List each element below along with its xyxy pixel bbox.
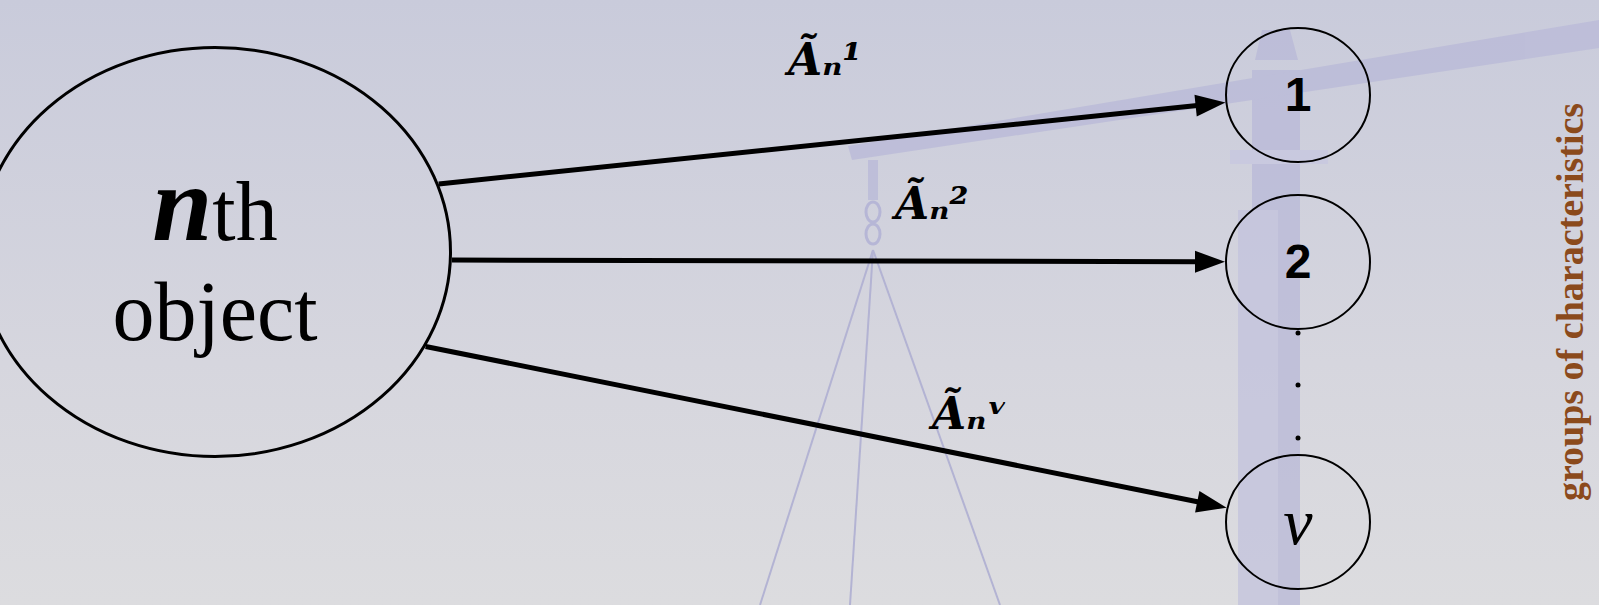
ellipsis-dot bbox=[1296, 436, 1301, 441]
node-label: nth object bbox=[65, 144, 365, 359]
object-circle: nth object bbox=[0, 46, 452, 458]
arrow-connector bbox=[452, 251, 1225, 273]
arrow-connector bbox=[439, 95, 1226, 184]
ellipsis-dot bbox=[1296, 331, 1301, 336]
edge-label: Ãₙ¹ bbox=[788, 38, 862, 82]
arrow-connector bbox=[426, 346, 1227, 512]
ellipsis-dot bbox=[1296, 383, 1301, 388]
edge-label: Ãₙᵛ bbox=[932, 392, 1008, 436]
group-circle: ν bbox=[1225, 454, 1371, 590]
group-circle: 2 bbox=[1225, 194, 1371, 330]
node-label: 1 bbox=[1285, 71, 1312, 119]
edge-label: Ãₙ² bbox=[895, 182, 969, 226]
side-title: groups of characteristics bbox=[1551, 103, 1589, 501]
group-circle: 1 bbox=[1225, 27, 1371, 163]
node-label: ν bbox=[1283, 489, 1312, 555]
node-label: 2 bbox=[1285, 238, 1312, 286]
